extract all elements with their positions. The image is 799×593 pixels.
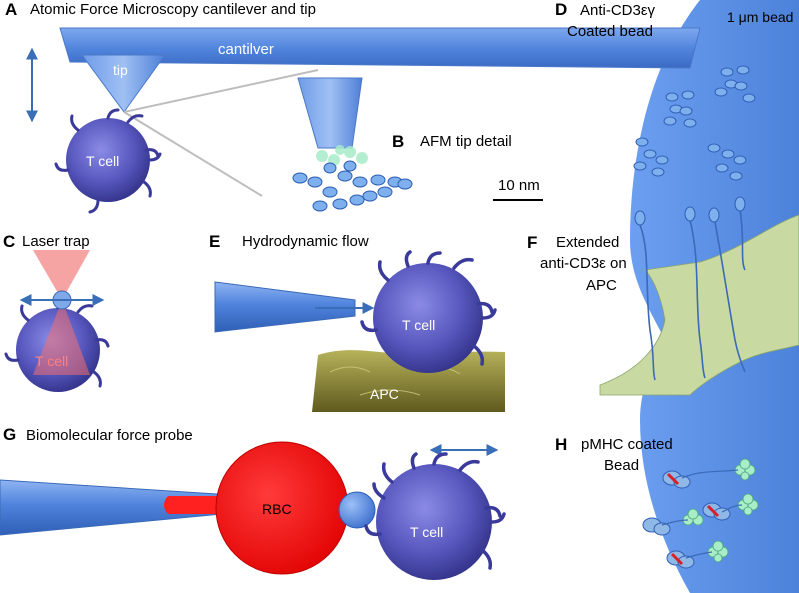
tip-label: tip [113, 62, 128, 78]
panel-e-letter: E [209, 232, 220, 251]
panel-c-letter: C [3, 232, 15, 251]
t-cell-a [54, 108, 162, 214]
panel-f-title-1: Extended [556, 234, 619, 251]
panel-b-letter: B [392, 132, 404, 151]
panel-f-title-2: anti-CD3ε on [540, 255, 627, 272]
cantilever-label: cantilver [218, 41, 274, 58]
laser-cone-bottom [33, 300, 90, 375]
panel-e-title: Hydrodynamic flow [242, 233, 369, 250]
apc-membrane [599, 214, 799, 396]
panel-b-title: AFM tip detail [420, 133, 512, 150]
zoom-line-top [123, 69, 319, 113]
panel-h-title-1: pMHC coated [581, 436, 673, 453]
bead-label: 1 μm bead [727, 9, 793, 25]
afm-tip [81, 54, 166, 113]
panel-g-title: Biomolecular force probe [26, 427, 193, 444]
panel-a-title: Atomic Force Microscopy cantilever and t… [30, 1, 316, 18]
panel-f-letter: F [527, 233, 537, 252]
t-cell-e [360, 250, 497, 373]
laser-cone-top [33, 250, 90, 300]
cantilever-beam [59, 27, 701, 69]
panel-h-letter: H [555, 435, 567, 454]
t-cell-a-label: T cell [86, 153, 119, 169]
panel-d-title-1: Anti-CD3εγ [580, 2, 656, 19]
zoom-line-bottom [123, 111, 263, 197]
extended-antibodies [639, 209, 746, 381]
scale-bar-label: 10 nm [498, 177, 540, 194]
probe-bead [338, 491, 376, 529]
apc-label: APC [370, 386, 399, 402]
panel-f-title-3: APC [586, 277, 617, 294]
panel-d-letter: D [555, 0, 567, 19]
flow-pipette [214, 281, 356, 333]
apc-image [312, 350, 505, 412]
antibody-cluster-d [633, 65, 756, 181]
panel-a-letter: A [5, 0, 17, 19]
panel-g-letter: G [3, 425, 16, 444]
t-cell-c-label: T cell [35, 353, 68, 369]
afm-tip-detail [297, 77, 363, 149]
t-cell-g-label: T cell [410, 524, 443, 540]
rbc-label: RBC [262, 501, 292, 517]
t-cell-g [364, 452, 506, 580]
tip-antibodies [292, 145, 413, 212]
panel-h-title-2: Bead [604, 457, 639, 474]
extended-antibody-heads [634, 196, 746, 226]
panel-d-title-2: Coated bead [567, 23, 653, 40]
pmhc-molecules [642, 458, 759, 569]
t-cell-e-label: T cell [402, 317, 435, 333]
panel-c-title: Laser trap [22, 233, 90, 250]
